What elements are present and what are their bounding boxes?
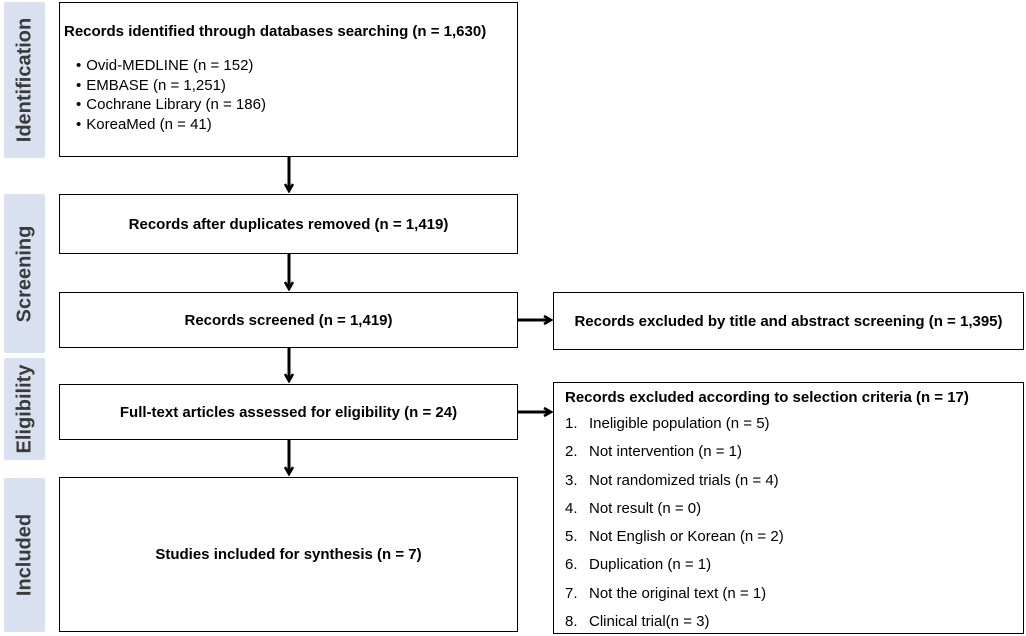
reason-text: Clinical trial(n = 3) — [589, 613, 710, 631]
exclusion-reason-item: 8. Clinical trial(n = 3) — [565, 608, 1023, 636]
excluded-title-abstract-text: Records excluded by title and abstract s… — [574, 312, 1003, 330]
records-screened-text: Records screened (n = 1,419) — [184, 311, 393, 329]
duplicates-removed-text: Records after duplicates removed (n = 1,… — [128, 215, 449, 233]
exclusion-reason-item: 7. Not the original text (n = 1) — [565, 580, 1023, 608]
fulltext-assessed-text: Full-text articles assessed for eligibil… — [119, 403, 458, 421]
identification-title: Records identified through databases sea… — [64, 23, 487, 40]
exclusion-reason-item: 6. Duplication (n = 1) — [565, 551, 1023, 579]
excluded-title-abstract-box: Records excluded by title and abstract s… — [553, 292, 1024, 350]
database-item: EMBASE (n = 1,251) — [76, 76, 517, 96]
reason-text: Not intervention (n = 1) — [589, 443, 742, 461]
fulltext-assessed-box: Full-text articles assessed for eligibil… — [59, 384, 518, 440]
reason-number: 7. — [565, 584, 578, 602]
database-item: Ovid-MEDLINE (n = 152) — [76, 56, 517, 76]
duplicates-removed-box: Records after duplicates removed (n = 1,… — [59, 194, 518, 254]
reason-number: 2. — [565, 443, 578, 461]
stage-tab-included: Included — [4, 478, 45, 632]
reason-text: Not English or Korean (n = 2) — [589, 528, 784, 546]
included-box: Studies included for synthesis (n = 7) — [59, 477, 518, 632]
excluded-criteria-box: Records excluded according to selection … — [553, 382, 1024, 634]
database-item: Cochrane Library (n = 186) — [76, 95, 517, 115]
included-text: Studies included for synthesis (n = 7) — [155, 546, 422, 563]
excluded-criteria-title: Records excluded according to selection … — [565, 389, 969, 406]
exclusion-reason-item: 2. Not intervention (n = 1) — [565, 438, 1023, 466]
records-screened-box: Records screened (n = 1,419) — [59, 292, 518, 348]
database-item: KoreaMed (n = 41) — [76, 115, 517, 135]
exclusion-reason-item: 1. Ineligible population (n = 5) — [565, 410, 1023, 438]
exclusion-reason-item: 5. Not English or Korean (n = 2) — [565, 523, 1023, 551]
reason-text: Duplication (n = 1) — [589, 556, 712, 574]
exclusion-reason-item: 4. Not result (n = 0) — [565, 495, 1023, 523]
exclusion-reason-item: 3. Not randomized trials (n = 4) — [565, 467, 1023, 495]
exclusion-reason-list: 1. Ineligible population (n = 5) 2. Not in… — [565, 410, 1023, 636]
reason-number: 5. — [565, 528, 578, 546]
database-list: Ovid-MEDLINE (n = 152) EMBASE (n = 1,251… — [64, 56, 517, 134]
reason-text: Not the original text (n = 1) — [589, 584, 767, 602]
reason-text: Ineligible population (n = 5) — [589, 415, 770, 432]
reason-number: 4. — [565, 499, 578, 517]
stage-tab-eligibility: Eligibility — [4, 358, 45, 460]
identification-box: Records identified through databases sea… — [59, 2, 518, 157]
stage-tab-identification: Identification — [4, 2, 45, 158]
reason-text: Not result (n = 0) — [589, 499, 702, 517]
reason-text: Not randomized trials (n = 4) — [589, 471, 779, 489]
reason-number: 1. — [565, 415, 578, 432]
reason-number: 3. — [565, 471, 578, 489]
stage-tab-screening: Screening — [4, 194, 45, 353]
reason-number: 6. — [565, 556, 578, 574]
reason-number: 8. — [565, 613, 578, 631]
